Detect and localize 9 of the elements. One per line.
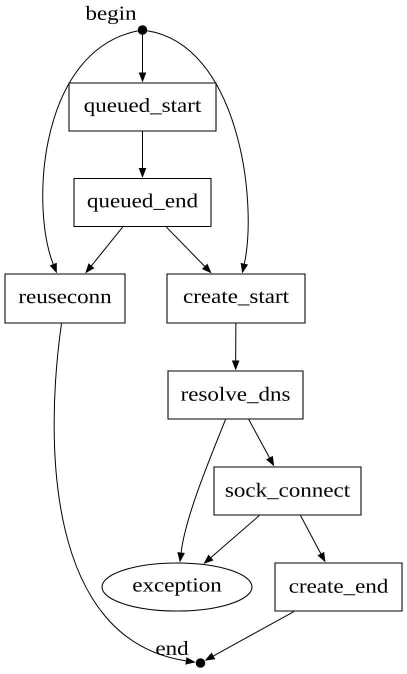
state-box: reuseconn: [4, 273, 126, 324]
point-label: end: [156, 640, 188, 656]
state-box: create_start: [166, 273, 306, 324]
state-box: create_end: [274, 562, 403, 612]
point-label: begin: [85, 6, 136, 24]
state-box: queued_start: [68, 82, 217, 132]
state-box: resolve_dns: [167, 370, 304, 420]
state-box: queued_end: [73, 178, 212, 228]
state-box: sock_connect: [213, 466, 362, 516]
